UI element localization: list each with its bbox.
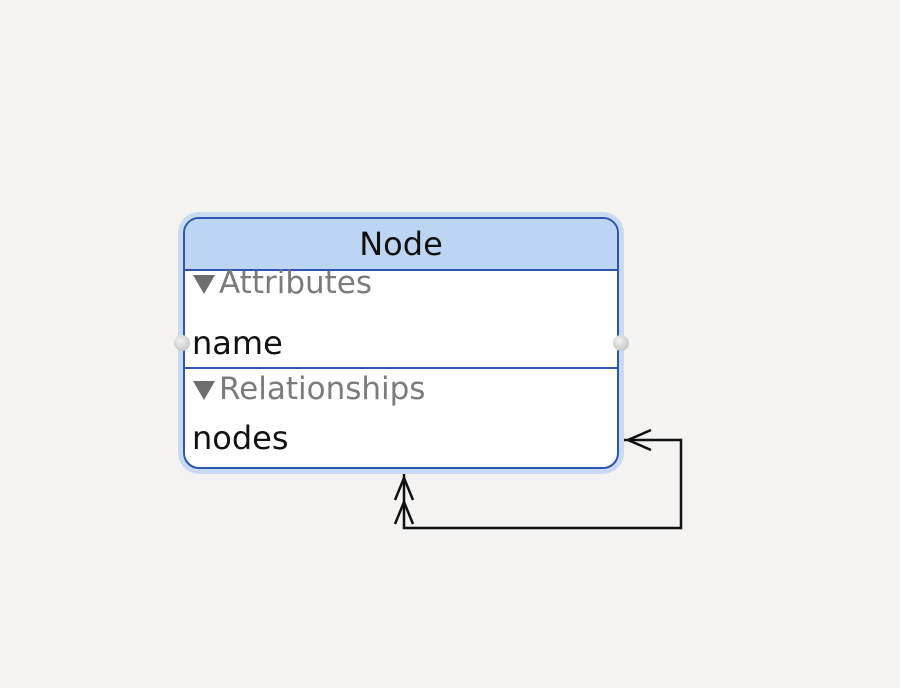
relationship-name: nodes	[192, 419, 289, 457]
triangle-down-icon[interactable]	[193, 380, 215, 400]
double-arrowhead-icon	[393, 476, 415, 501]
connector-dot-icon[interactable]	[174, 335, 190, 351]
attribute-name: name	[192, 324, 283, 362]
edge-source-arrowhead-icon	[626, 428, 652, 452]
section-divider	[185, 367, 617, 369]
entity-name: Node	[359, 225, 443, 263]
relationships-section-label: Relationships	[219, 371, 426, 407]
relationship-edge-nodes[interactable]	[402, 438, 683, 530]
entity-node[interactable]: Node Attributes name Relationships nodes	[183, 217, 619, 469]
relationship-row[interactable]: nodes	[192, 419, 289, 457]
attributes-section-header[interactable]: Attributes	[193, 265, 372, 301]
double-arrowhead-second-icon	[393, 500, 415, 525]
relationships-section-header[interactable]: Relationships	[193, 371, 425, 407]
entity-title[interactable]: Node	[185, 219, 617, 271]
triangle-down-icon[interactable]	[193, 274, 215, 294]
edge-anchor-marker-icon	[400, 467, 408, 474]
attribute-row[interactable]: name	[192, 324, 283, 362]
attributes-section-label: Attributes	[219, 265, 373, 301]
connector-dot-right-icon[interactable]	[613, 335, 629, 351]
